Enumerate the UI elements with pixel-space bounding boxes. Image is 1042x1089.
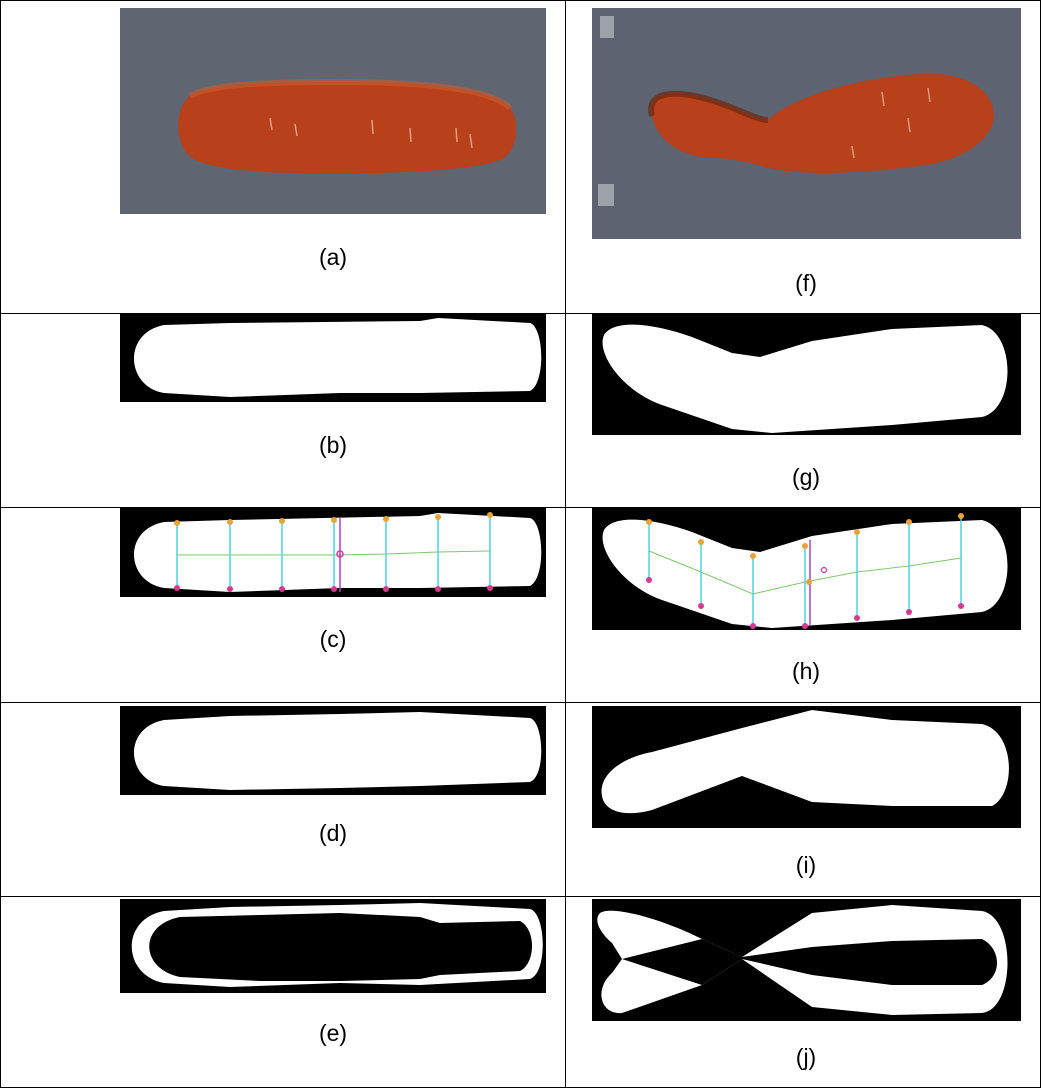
panel-i-straightened	[592, 706, 1021, 828]
caption-b: (b)	[273, 434, 393, 457]
caption-h: (h)	[746, 660, 866, 683]
caption-c: (c)	[273, 628, 393, 651]
panel-f-photo	[592, 8, 1021, 239]
caption-d: (d)	[273, 822, 393, 845]
column-divider	[565, 0, 566, 1088]
row-divider	[0, 896, 1041, 897]
caption-f: (f)	[746, 272, 866, 295]
panel-c-sections	[120, 508, 546, 597]
panel-b-mask	[120, 313, 546, 402]
panel-g-mask	[592, 313, 1021, 435]
caption-i: (i)	[746, 854, 866, 877]
caption-a: (a)	[273, 246, 393, 269]
caption-g: (g)	[746, 466, 866, 489]
caption-j: (j)	[746, 1046, 866, 1069]
panel-h-sections	[592, 508, 1021, 630]
panel-e-difference	[120, 899, 546, 993]
caption-e: (e)	[273, 1022, 393, 1045]
panel-d-straightened	[120, 706, 546, 795]
row-divider	[0, 702, 1041, 703]
panel-a-photo	[120, 8, 546, 214]
panel-j-difference	[592, 899, 1021, 1021]
